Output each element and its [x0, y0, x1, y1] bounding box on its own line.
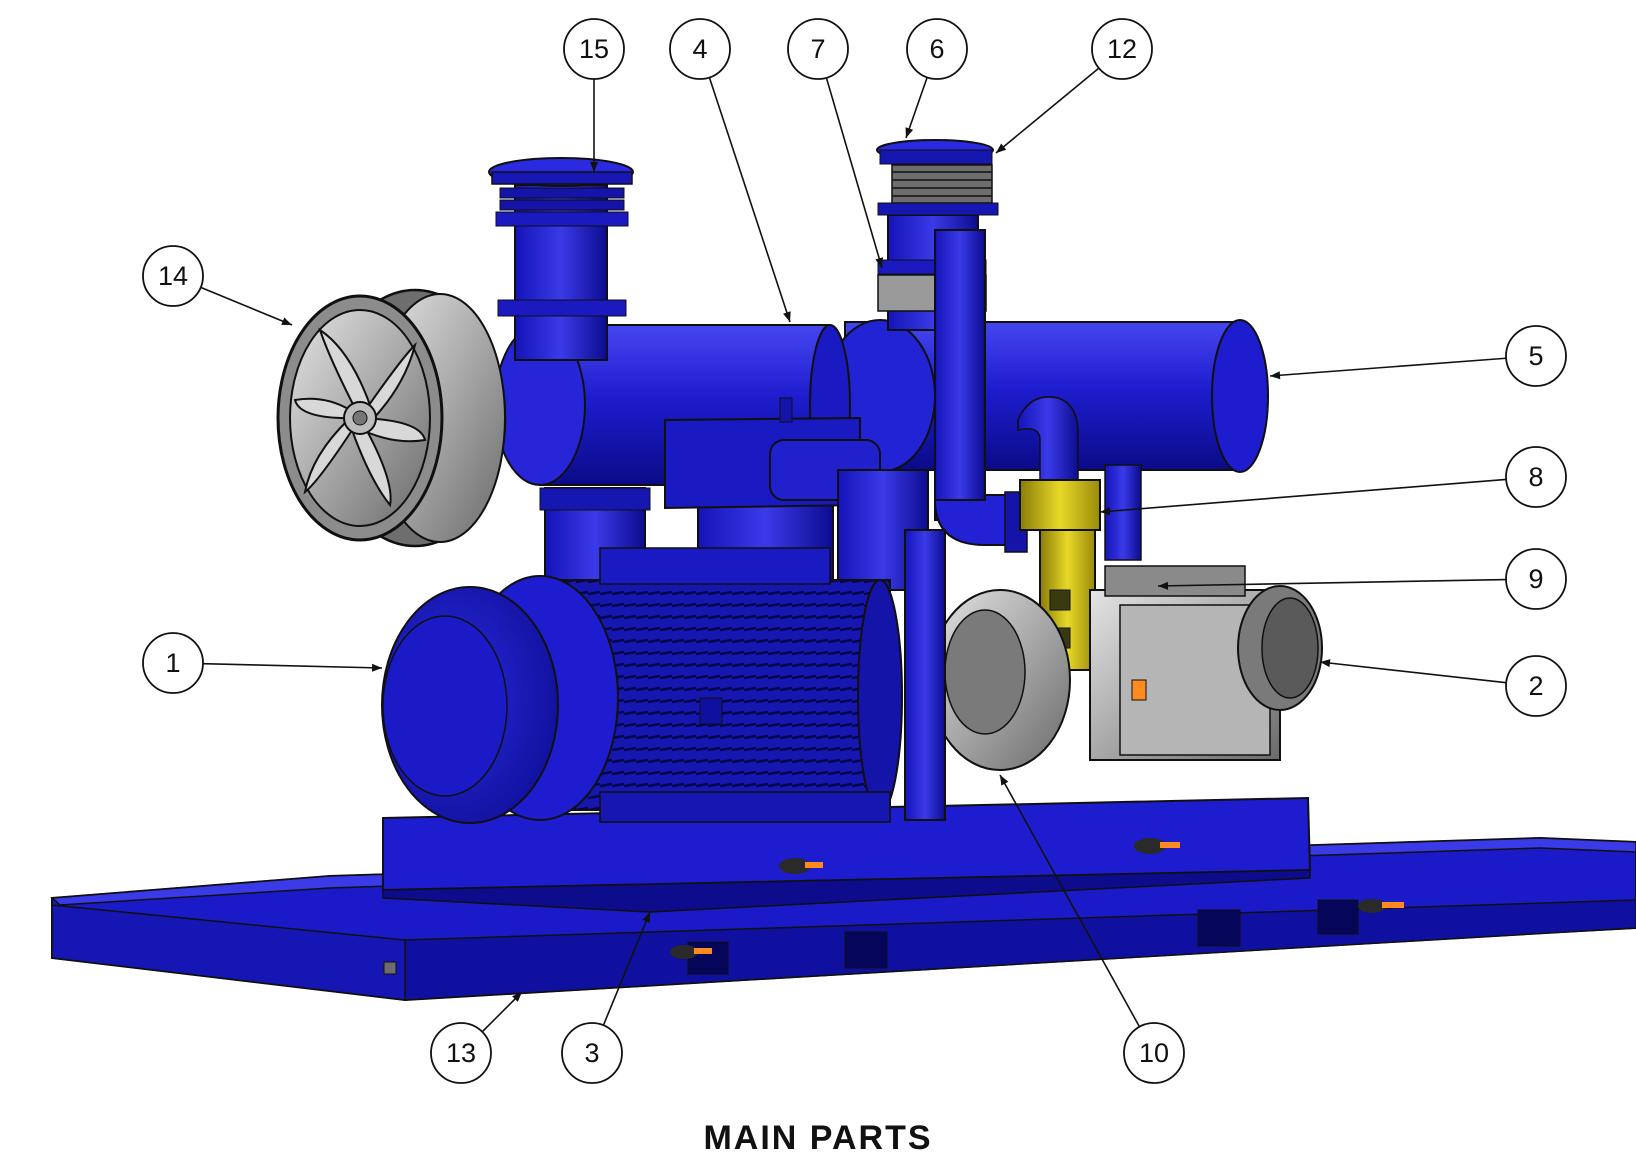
- callout-13: 13: [430, 991, 523, 1084]
- callout-circle: [1505, 446, 1567, 508]
- callout-number: 15: [579, 34, 609, 64]
- blower: [1089, 565, 1323, 761]
- callout-number: 4: [692, 34, 707, 64]
- callout-leader-line: [905, 77, 928, 139]
- callout-1: 1: [142, 632, 383, 694]
- callout-number: 12: [1107, 34, 1137, 64]
- callout-leader-line: [999, 774, 1141, 1028]
- callout-leader-line: [825, 77, 883, 269]
- skid-slot: [844, 931, 888, 969]
- motor: [381, 547, 903, 824]
- callout-12: 12: [995, 18, 1153, 154]
- callout-circle: [669, 18, 731, 80]
- callout-arrowhead: [783, 311, 791, 322]
- callout-leader-line: [1157, 578, 1507, 587]
- callout-5: 5: [1269, 325, 1567, 387]
- callout-circle: [787, 18, 849, 80]
- callout-arrowhead: [1100, 507, 1111, 516]
- callout-leader-line: [200, 286, 293, 326]
- callout-number: 5: [1528, 341, 1543, 371]
- callout-9: 9: [1157, 548, 1567, 610]
- callout-circle: [430, 1022, 492, 1084]
- callout-leader-line: [1269, 357, 1507, 377]
- callout-arrowhead: [875, 257, 884, 268]
- callout-4: 4: [669, 18, 791, 323]
- callout-8: 8: [1099, 446, 1567, 516]
- skid-slot: [687, 941, 729, 975]
- callout-number: 3: [584, 1038, 599, 1068]
- leveling-bolt: [670, 945, 712, 959]
- skid-slot: [1317, 899, 1359, 935]
- leveling-bolt: [1134, 838, 1180, 854]
- callout-number: 13: [446, 1038, 476, 1068]
- callout-arrowhead: [1158, 581, 1169, 590]
- callout-leader-line: [708, 77, 791, 323]
- outlet-silencer: [824, 319, 1269, 561]
- inlet-flange-stack: [488, 157, 634, 361]
- callout-10: 10: [999, 774, 1185, 1084]
- callout-arrowhead: [1270, 371, 1281, 380]
- callout-14: 14: [142, 245, 293, 326]
- callout-arrowhead: [371, 663, 382, 672]
- callout-arrowhead: [642, 912, 650, 923]
- callout-leader-line: [1099, 478, 1507, 513]
- callout-circle: [561, 1022, 623, 1084]
- callout-number: 8: [1528, 462, 1543, 492]
- callout-circle: [563, 18, 625, 80]
- callout-arrowhead: [996, 143, 1007, 153]
- callout-circle: [1505, 325, 1567, 387]
- callout-3: 3: [561, 911, 651, 1084]
- callout-circle: [142, 632, 204, 694]
- discharge-pipe: [876, 139, 1028, 553]
- callout-arrowhead: [281, 317, 292, 325]
- callout-leader-line: [202, 662, 383, 669]
- callout-number: 1: [165, 648, 180, 678]
- callout-arrowhead: [1000, 775, 1009, 786]
- callout-circle: [906, 18, 968, 80]
- callout-circle: [1505, 548, 1567, 610]
- callout-number: 7: [810, 34, 825, 64]
- callout-circle: [1091, 18, 1153, 80]
- callout-arrowhead: [512, 992, 522, 1002]
- callout-15: 15: [563, 18, 625, 172]
- callout-arrowhead: [1320, 659, 1331, 668]
- callout-arrowhead: [590, 162, 598, 172]
- callout-circle: [1123, 1022, 1185, 1084]
- callout-2: 2: [1319, 655, 1567, 717]
- callout-number: 14: [158, 261, 188, 291]
- coupling-guard: [904, 529, 1071, 821]
- filter-vanes: [293, 327, 427, 508]
- skid-bolt: [383, 961, 397, 975]
- callout-leader-line: [995, 67, 1100, 154]
- callout-number: 10: [1139, 1038, 1169, 1068]
- leveling-bolt: [1358, 899, 1404, 913]
- callout-leader-line: [602, 911, 651, 1026]
- callout-circle: [1505, 655, 1567, 717]
- leveling-bolt: [779, 858, 823, 874]
- callout-number: 9: [1528, 564, 1543, 594]
- callout-circle: [142, 245, 204, 307]
- callout-arrowhead: [905, 127, 914, 138]
- callout-number: 6: [929, 34, 944, 64]
- intake-filter: [276, 288, 507, 548]
- footer-title: MAIN PARTS: [703, 1119, 933, 1157]
- callout-leader-line: [1319, 661, 1507, 684]
- callout-number: 2: [1528, 671, 1543, 701]
- callout-7: 7: [787, 18, 884, 269]
- skid-slot: [1197, 909, 1241, 947]
- callout-6: 6: [905, 18, 968, 139]
